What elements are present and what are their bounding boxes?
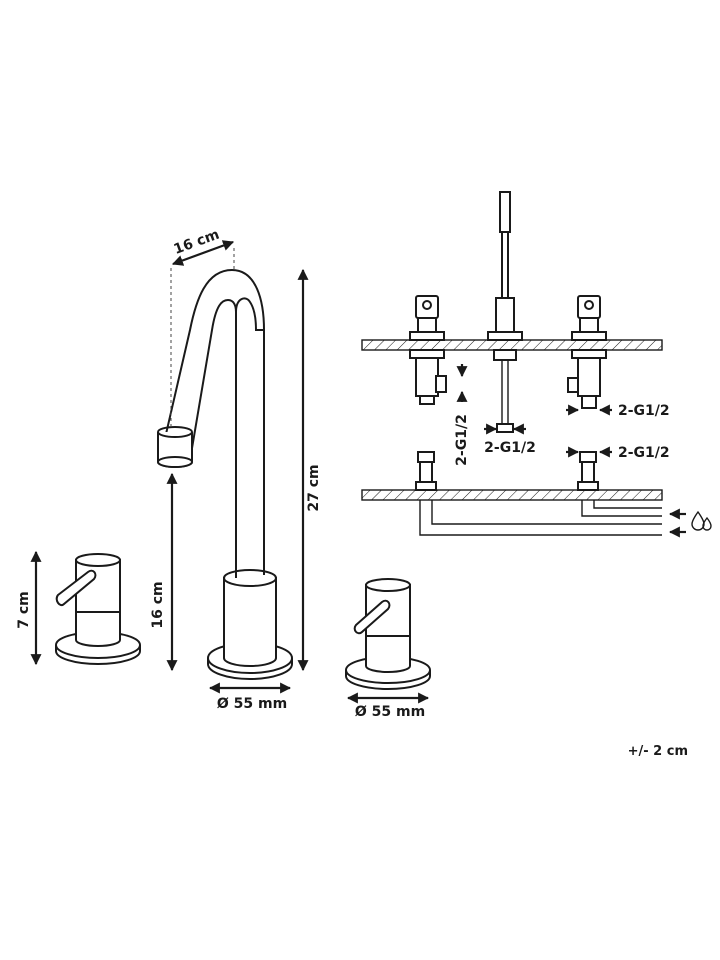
right-handle-lever [353,599,391,635]
spout-connection-label: 2-G1/2 [484,440,536,456]
left-valve-outlet [435,375,447,393]
spout-neck [158,268,266,578]
right-valve-connection-label: 2-G1/2 [618,403,670,419]
supply-connection-label: 2-G1/2 [618,445,670,461]
right-handle-side-view: Ø 55 mm [345,578,431,720]
spout-body [223,577,277,667]
water-drops-icon [691,510,712,531]
floor-surface [361,489,663,501]
spout-side-view: 16 cm 16 cm 27 cm Ø 55 mm [150,227,322,712]
spout-height-label: 16 cm [150,581,166,628]
spout-connector [496,423,514,433]
handle-height-label: 7 cm [16,591,32,629]
left-handle-lever [55,569,97,606]
right-valve-outlet [581,395,597,409]
total-height-label: 27 cm [306,464,322,511]
left-handle-side-view: 7 cm [16,550,141,666]
left-valve-connection-label: 2-G1/2 [454,414,470,466]
spout-reach-arrow [171,240,235,266]
spout-diameter-label: Ø 55 mm [217,696,287,712]
countertop [361,339,663,351]
installation-schematic: 2-G1/2 2-G1/2 2-G1/2 2-G1/2 [361,191,712,538]
handle-diameter-label: Ø 55 mm [355,704,425,720]
tolerance-note: +/- 2 cm [628,744,688,759]
spout-reach-label: 16 cm [172,227,222,258]
